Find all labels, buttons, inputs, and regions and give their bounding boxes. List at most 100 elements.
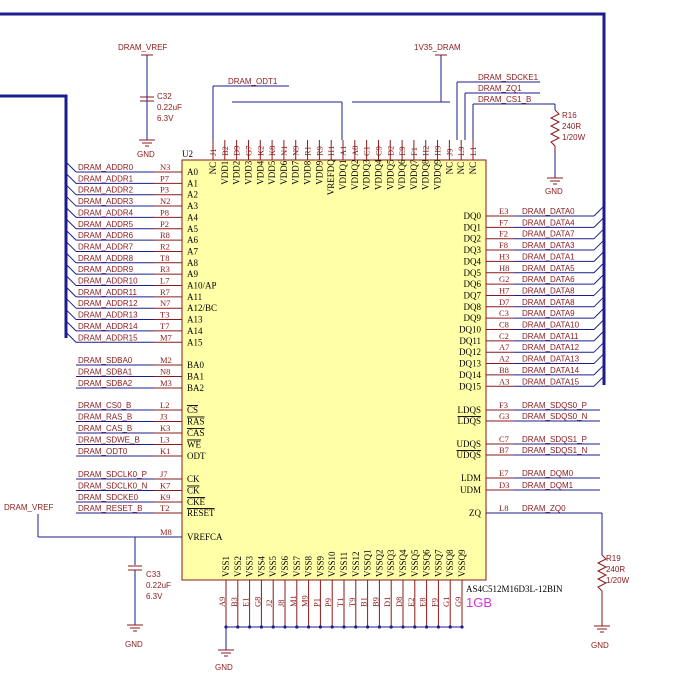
left-pin-name: A2	[187, 190, 198, 200]
left-pin-name: RAS	[187, 417, 205, 427]
top-pin-name: VDDQ5	[385, 159, 395, 190]
left-pin-number: K1	[160, 446, 170, 456]
right-pin-name: DQ14	[459, 370, 481, 380]
right-net-label: DRAM_DATA13	[522, 355, 580, 364]
left-pin-name: A0	[187, 167, 198, 177]
left-net-label: DRAM_ADDR9	[78, 265, 134, 274]
left-pin-number: P2	[160, 219, 169, 229]
bottom-pin-name: VSS12	[351, 551, 361, 577]
bottom-pin-name: VSS10	[327, 551, 337, 577]
left-pin-number: N8	[160, 367, 170, 377]
right-pin-number: A7	[499, 342, 509, 352]
right-net-label: DRAM_DATA1	[522, 252, 575, 261]
left-net-label: DRAM_ADDR3	[78, 197, 134, 206]
bottom-pin-name: VSS1	[221, 556, 231, 577]
top-pin-number: N9	[291, 146, 301, 156]
right-net-label: DRAM_DATA9	[522, 309, 575, 318]
bottom-pin-number: B3	[229, 597, 239, 607]
bottom-pin-name: VSSQ2	[374, 549, 384, 577]
top-pin-name: VDDQ4	[373, 159, 383, 190]
left-net-label: DRAM_ADDR2	[78, 186, 134, 195]
left-pin-name: BA2	[187, 383, 204, 393]
c33-voltage: 6.3V	[146, 592, 163, 601]
left-pin-number: N7	[160, 298, 170, 308]
left-pin-number: P7	[160, 173, 169, 183]
bottom-pin-name: VSSQ9	[457, 549, 467, 577]
top-pin-name: VDD7	[291, 160, 301, 184]
capacitor-c33	[128, 565, 142, 625]
top-pin-name: VDD3	[243, 160, 253, 184]
right-net-label: DRAM_DATA12	[522, 343, 580, 352]
right-pin-number: A2	[499, 354, 509, 364]
left-net-label: DRAM_SDBA0	[78, 356, 133, 365]
left-pin-number: T3	[160, 310, 169, 320]
right-pin-number: H3	[499, 251, 509, 261]
top-pin-number: G7	[243, 146, 253, 156]
left-pin-name: A3	[187, 201, 198, 211]
left-net-label: DRAM_SDBA1	[78, 368, 133, 377]
bottom-pin-name: VSS3	[245, 555, 255, 577]
left-pin-number: M7	[160, 332, 172, 342]
left-pin-name: A12/BC	[187, 303, 217, 313]
right-pin-number: H8	[499, 263, 509, 273]
left-pin-name: A1	[187, 178, 198, 188]
left-net-label: DRAM_ADDR7	[78, 242, 134, 251]
right-pin-name: DQ11	[459, 336, 481, 346]
r19-power: 1/20W	[606, 576, 630, 585]
left-pin-number: J7	[160, 469, 168, 479]
bottom-pin-name: VSSQ8	[445, 549, 455, 577]
top-pin-name: VDD2	[232, 161, 242, 185]
top-pin-number: H1	[326, 146, 336, 156]
bottom-pin-name: VSS4	[256, 555, 266, 577]
bottom-pin-number: G9	[453, 597, 463, 607]
top-pin-name: NC	[468, 162, 478, 175]
right-net-label: DRAM_DATA0	[522, 207, 575, 216]
right-pin-number: C3	[499, 308, 509, 318]
top-pin-number: C9	[373, 146, 383, 156]
right-pin-number: E3	[499, 206, 508, 216]
left-net-label: DRAM_ADDR12	[78, 299, 138, 308]
r16-ref: R16	[562, 111, 577, 120]
left-pin-name: RESET	[187, 508, 215, 518]
chip-size-label: 1GB	[466, 595, 492, 610]
top-pin-number: J9	[444, 148, 454, 156]
top-pin-name: NC	[208, 162, 218, 175]
top-pin-name: VDDQ3	[362, 159, 372, 190]
right-pin-name: DQ2	[464, 234, 482, 244]
right-net-label: DRAM_DATA7	[522, 230, 575, 239]
left-net-label: DRAM_ADDR8	[78, 254, 134, 263]
right-net-label: DRAM_DATA11	[522, 332, 579, 341]
left-net-label: DRAM_RESET_B	[78, 504, 142, 513]
bottom-pin-name: VSSQ1	[363, 549, 373, 577]
right-pin-name: ZQ	[469, 508, 481, 518]
top-pin-name: NC	[456, 162, 466, 175]
left-pin-number: R8	[160, 230, 170, 240]
